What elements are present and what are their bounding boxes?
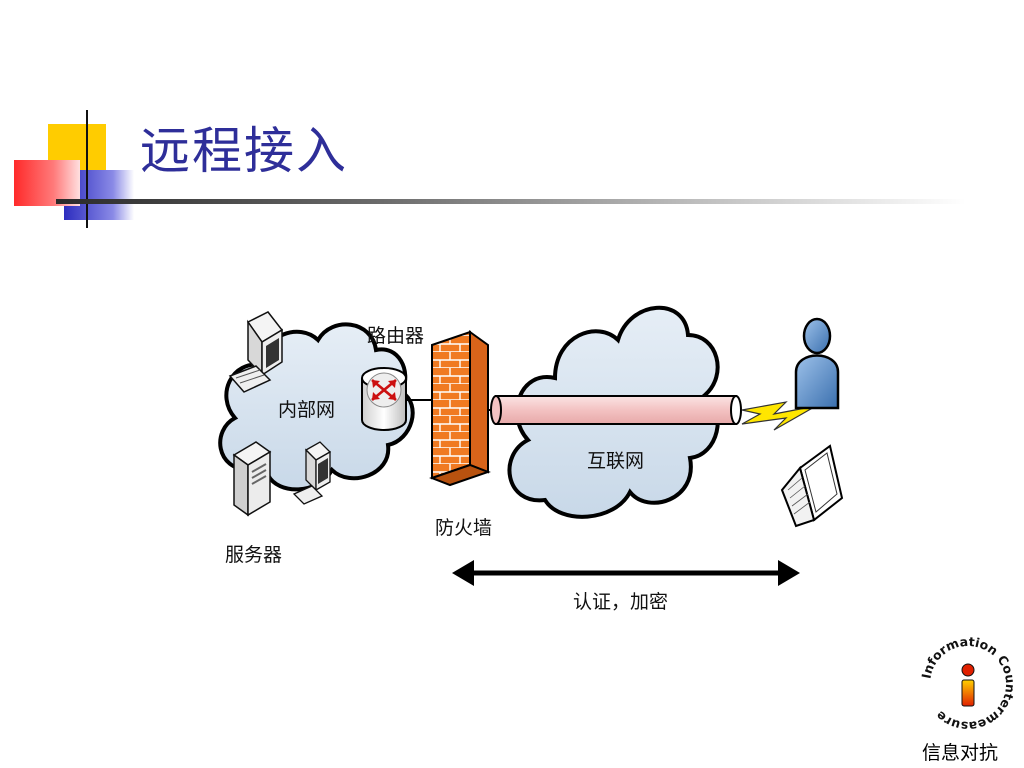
- router-icon: [361, 367, 407, 431]
- label-auth-encrypt: 认证，加密: [573, 591, 669, 613]
- title-underline: [56, 199, 966, 204]
- deco-vertical-line: [86, 110, 88, 228]
- slide-title: 远程接入: [140, 122, 348, 180]
- server-icon: [232, 441, 272, 517]
- workstation-icon: [292, 441, 332, 505]
- deco-red-square: [14, 160, 80, 206]
- info-countermeasure-logo: Information Countermeasure: [918, 634, 1018, 734]
- footer-caption: 信息对抗: [922, 742, 999, 764]
- laptop-icon: [780, 444, 844, 528]
- remote-user-icon: [794, 317, 840, 410]
- vpn-tunnel: [490, 395, 742, 425]
- label-internet: 互联网: [587, 450, 645, 472]
- label-server: 服务器: [225, 544, 283, 566]
- lightning-bolt-icon: [741, 401, 817, 431]
- label-internal-network: 内部网: [278, 399, 336, 421]
- label-router: 路由器: [367, 325, 425, 347]
- auth-span-arrow: [452, 560, 800, 586]
- firewall-icon: [429, 330, 491, 487]
- label-firewall: 防火墙: [435, 517, 493, 539]
- desktop-computer-icon: [228, 311, 284, 393]
